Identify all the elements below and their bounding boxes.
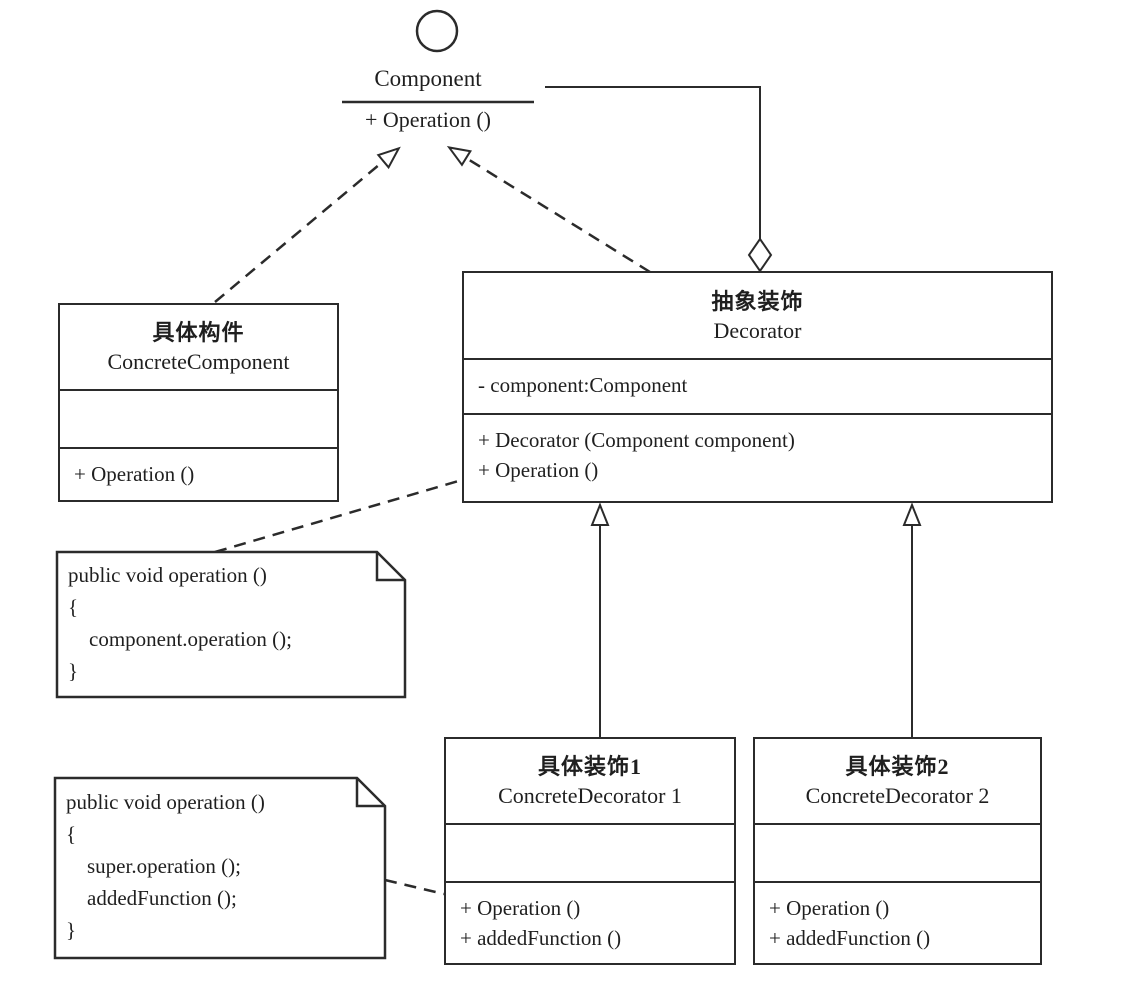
class-name-en: Decorator <box>713 317 802 343</box>
class-name-en: ConcreteDecorator 1 <box>498 783 682 808</box>
code-line: } <box>68 659 79 683</box>
class-concrete-decorator-1-methods: + Operation () + addedFunction () <box>446 881 734 963</box>
method-line: + Decorator (Component component) <box>478 428 795 452</box>
code-line: { <box>68 595 79 619</box>
method-line: + Operation () <box>478 458 599 482</box>
code-line: addedFunction (); <box>66 886 237 910</box>
class-concrete-component: 具体构件 ConcreteComponent + Operation () <box>58 303 339 502</box>
class-concrete-decorator-2: 具体装饰2 ConcreteDecorator 2 + Operation ()… <box>753 737 1042 965</box>
code-line: public void operation () <box>66 790 265 814</box>
code-line: { <box>66 822 77 846</box>
class-concrete-decorator-2-attributes <box>755 823 1040 881</box>
class-concrete-decorator-2-header: 具体装饰2 ConcreteDecorator 2 <box>755 739 1040 823</box>
class-concrete-component-header: 具体构件 ConcreteComponent <box>60 305 337 389</box>
note1-shape <box>55 550 407 699</box>
code-line: } <box>66 918 77 942</box>
class-concrete-decorator-1-attributes <box>446 823 734 881</box>
realization-arrow-decorator <box>446 146 651 274</box>
interface-lollipop-icon <box>415 9 459 53</box>
code-line: public void operation () <box>68 563 267 587</box>
code-line: super.operation (); <box>66 854 241 878</box>
note2-code: public void operation () { super.operati… <box>66 786 376 946</box>
class-name-zh: 具体装饰2 <box>845 754 950 779</box>
aggregation-diamond-icon <box>747 237 773 273</box>
method-line: + Operation () <box>74 462 195 486</box>
note1-anchor-line <box>214 478 463 554</box>
class-decorator: 抽象装饰 Decorator - component:Component + D… <box>462 271 1053 503</box>
method-line: + Operation () <box>460 896 581 920</box>
class-decorator-methods: + Decorator (Component component) + Oper… <box>464 413 1051 501</box>
method-line: + Operation () <box>769 896 890 920</box>
interface-component-name: Component <box>374 66 482 91</box>
method-line: + addedFunction () <box>460 926 622 950</box>
aggregation-line <box>545 86 761 240</box>
class-concrete-decorator-1-header: 具体装饰1 ConcreteDecorator 1 <box>446 739 734 823</box>
class-decorator-attributes: - component:Component <box>464 358 1051 413</box>
note2-dogear-icon <box>355 778 385 808</box>
realization-arrow-concrete-component <box>214 146 401 303</box>
class-name-zh: 具体装饰1 <box>537 754 642 779</box>
class-name-en: ConcreteComponent <box>107 349 290 374</box>
note2-anchor-line <box>384 878 445 896</box>
class-decorator-header: 抽象装饰 Decorator <box>464 273 1051 358</box>
class-name-en: ConcreteDecorator 2 <box>805 783 990 808</box>
note2-shape <box>53 776 387 960</box>
class-concrete-component-methods: + Operation () <box>60 447 337 500</box>
interface-component-operation: + Operation () <box>364 107 492 132</box>
class-concrete-decorator-2-methods: + Operation () + addedFunction () <box>755 881 1040 963</box>
class-name-zh: 具体构件 <box>152 320 245 345</box>
attribute-line: - component:Component <box>478 373 688 397</box>
class-concrete-decorator-1: 具体装饰1 ConcreteDecorator 1 + Operation ()… <box>444 737 736 965</box>
code-line: component.operation (); <box>68 627 292 651</box>
note1-dogear-icon <box>375 552 405 582</box>
method-line: + addedFunction () <box>769 926 931 950</box>
note1-code: public void operation () { component.ope… <box>68 559 398 687</box>
class-name-zh: 抽象装饰 <box>711 288 804 314</box>
class-concrete-component-attributes <box>60 389 337 447</box>
